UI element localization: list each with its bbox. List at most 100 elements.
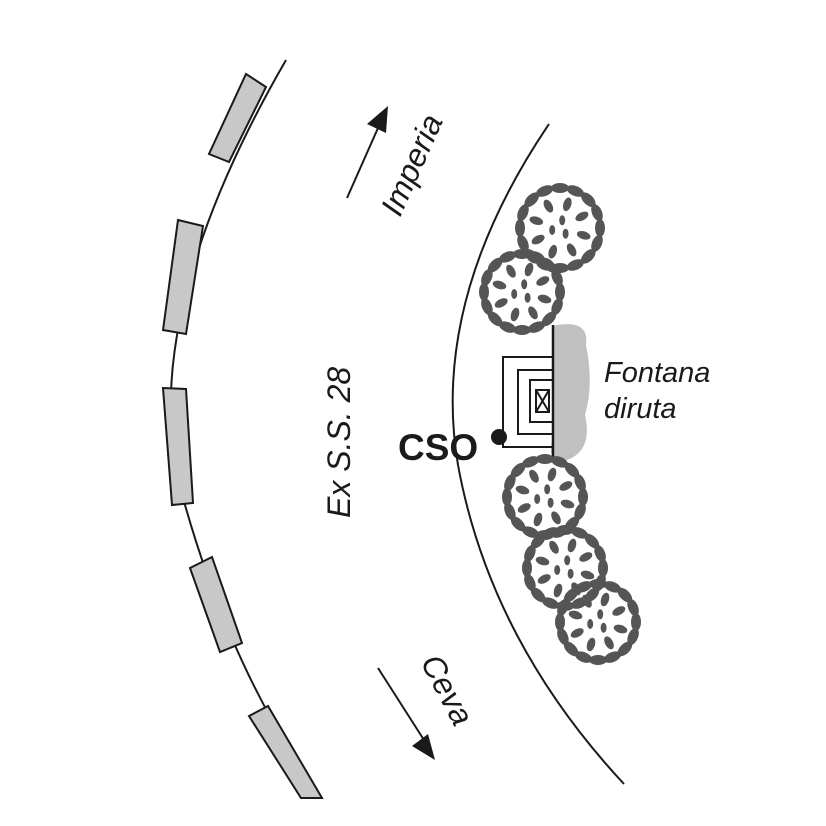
shrub-leaf — [612, 606, 626, 616]
shrub-leaf — [536, 185, 554, 197]
shrub-leaf — [541, 597, 560, 609]
shrub-leaf — [574, 502, 586, 521]
shrub-leaf — [551, 183, 569, 193]
wall-block — [161, 218, 205, 336]
shrub-leaf — [530, 533, 546, 549]
wall-block — [207, 72, 268, 164]
shrub-leaf — [515, 485, 530, 495]
shrub-leaf — [580, 570, 595, 580]
shrub-leaf — [529, 469, 539, 483]
shrub-leaf — [564, 462, 580, 478]
shrub-leaf — [591, 204, 603, 222]
shrub-leaf — [582, 594, 592, 608]
shrub-leaf — [510, 307, 520, 322]
shrub-leaf — [521, 279, 528, 290]
cso-marker-dot — [491, 429, 507, 445]
shrub-leaf — [557, 627, 569, 646]
outer-road-edge — [169, 59, 323, 799]
shrub-leaf — [560, 499, 575, 509]
shrub-leaf — [555, 613, 565, 631]
shrub-leaf — [627, 598, 639, 617]
shrub-leaf — [617, 587, 633, 603]
shrub-leaf — [524, 292, 531, 303]
shrub-leaf — [513, 325, 531, 335]
shrub-leaf — [498, 321, 517, 333]
shrub-leaf — [551, 511, 561, 525]
shrub-leaf — [566, 185, 584, 197]
shrub-leaf — [559, 481, 573, 491]
shrub-leaf — [553, 583, 563, 598]
direction-south-label: Ceva — [414, 648, 481, 731]
shrub-leaf — [566, 243, 577, 257]
shrub-leaf — [600, 622, 607, 633]
shrub-icon — [555, 579, 641, 665]
arrow-south-head — [412, 734, 435, 760]
shrub-leaf — [563, 587, 579, 603]
structure-box — [535, 389, 550, 413]
shrub-leaf — [598, 559, 608, 577]
shrub-leaf — [591, 234, 603, 252]
shrub-leaf — [517, 503, 531, 513]
shrub-leaf — [511, 289, 518, 299]
shrub-leaf — [587, 619, 594, 629]
shrub-leaf — [562, 228, 569, 239]
shrub-leaf — [535, 556, 550, 566]
shrub-leaf — [510, 516, 526, 532]
fountain-label-line2: diruta — [604, 393, 677, 425]
shrub-leaf — [521, 456, 540, 468]
shrub-leaf — [613, 624, 628, 634]
shrub-leaf — [504, 502, 516, 521]
shrub-leaf — [541, 311, 557, 327]
shrub-leaf — [604, 636, 614, 650]
shrub-leaf — [603, 651, 622, 663]
shrub-leaf — [541, 527, 560, 539]
shrub-leaf — [597, 609, 604, 620]
shrub-leaf — [479, 283, 489, 301]
shrub-leaf — [494, 298, 508, 308]
shrub-leaf — [522, 559, 532, 577]
shrub-leaf — [567, 538, 577, 553]
shrub-leaf — [617, 641, 633, 657]
fountain-label-line1: Fontana — [604, 357, 710, 389]
shrub-leaf — [574, 651, 593, 663]
shrub-leaf — [510, 462, 526, 478]
shrub-leaf — [581, 249, 596, 264]
shrub-leaf — [529, 216, 544, 226]
shrub-leaf — [559, 215, 566, 226]
shrub-leaf — [631, 613, 641, 631]
shrub-leaf — [576, 230, 591, 240]
shrub-leaf — [589, 579, 607, 589]
shrub-leaf — [533, 512, 543, 527]
shrub-leaf — [506, 264, 516, 278]
shrub-leaf — [498, 251, 517, 263]
shrub-leaf — [549, 540, 559, 554]
wall-blocks — [161, 72, 324, 799]
shrub-leaf — [521, 526, 540, 538]
shrub-leaf — [581, 192, 596, 207]
shrub-leaf — [524, 544, 536, 563]
shrub-leaf — [537, 574, 551, 584]
shrub-leaf — [554, 565, 561, 575]
shrub-leaf — [586, 637, 596, 652]
shrub-leaf — [487, 311, 503, 327]
shrub-leaf — [566, 259, 584, 271]
shrub-leaf — [589, 655, 607, 665]
shrub-leaf — [575, 211, 589, 222]
shrub-leaf — [578, 488, 588, 506]
shrub-leaf — [574, 581, 593, 593]
shrub-leaf — [515, 219, 525, 237]
shrub-leaf — [530, 587, 546, 603]
shrub-leaf — [563, 641, 579, 657]
fountain-ruin — [551, 324, 590, 462]
structure — [502, 325, 555, 462]
shrub-leaf — [547, 497, 554, 508]
shrub-icon — [515, 183, 605, 273]
shrub-leaf — [502, 488, 512, 506]
shrub-leaf — [528, 306, 538, 320]
shrub-leaf — [513, 249, 531, 259]
cso-label: CSO — [398, 427, 478, 468]
shrub-leaf — [504, 473, 516, 492]
arrow-north — [346, 106, 388, 199]
shrub-leaf — [517, 234, 529, 252]
